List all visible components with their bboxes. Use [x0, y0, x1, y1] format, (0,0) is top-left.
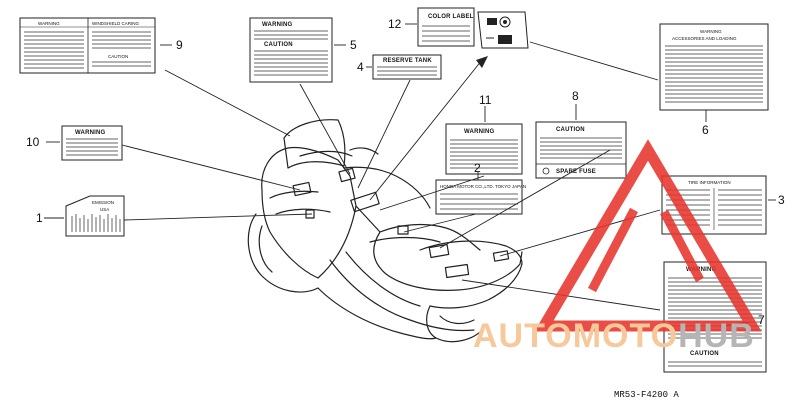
callout-5: 5: [350, 38, 357, 52]
watermark-hub: HUB: [678, 317, 755, 355]
label-1-emission-text: EMISSION: [92, 200, 114, 205]
callout-numbers: 9 5 4 12 6 10 1 11 8 2 3 7: [26, 17, 785, 327]
label-11-warning-text: WARNING: [464, 129, 495, 135]
callout-7: 7: [758, 313, 765, 327]
label-12-color-text: COLOR LABEL: [428, 14, 474, 20]
label-5-caution-text: CAUTION: [264, 42, 293, 48]
watermark-text: AUTOMOTOHUB: [473, 317, 755, 356]
label-5-warning-caution: WARNING CAUTION: [249, 17, 333, 83]
label-6-warning-text: WARNING: [700, 29, 722, 34]
callout-9: 9: [176, 38, 183, 52]
watermark-auto: AUTO: [473, 317, 573, 355]
callout-11: 11: [479, 93, 492, 107]
callout-6: 6: [702, 123, 709, 137]
label-4-reserve-text: RESERVE TANK: [383, 58, 432, 64]
label-2-honda-plate: HONDA MOTOR CO.,LTD. TOKYO JAPAN: [435, 179, 526, 215]
arrow-head: [476, 56, 488, 68]
watermark-moto: MOTO: [572, 317, 679, 355]
callout-3: 3: [778, 193, 785, 207]
label-10-warning-text: WARNING: [75, 130, 106, 136]
motorcycle-outline: [247, 119, 523, 343]
label-8-caution-spare-fuse: CAUTION SPARE FUSE: [535, 121, 627, 179]
label-9-windshield-text: WINDSHIELD CARING: [92, 21, 140, 26]
label-3-tire-text: TIRE INFORMATION: [688, 180, 731, 185]
callout-8: 8: [572, 89, 579, 103]
callout-2: 2: [474, 161, 481, 175]
label-11-warning: WARNING: [445, 123, 523, 175]
callout-12: 12: [388, 17, 402, 31]
label-10-warning: WARNING: [61, 125, 123, 161]
callout-1: 1: [36, 211, 43, 225]
label-7-caution-text: CAUTION: [690, 351, 719, 357]
label-4-reserve-tank: RESERVE TANK: [372, 54, 442, 80]
label-8-caution-text: CAUTION: [556, 127, 585, 133]
diagram-code: MR53-F4200 A: [614, 390, 679, 400]
label-5-warning-text: WARNING: [262, 22, 293, 28]
label-9-caution-text: CAUTION: [108, 54, 128, 59]
label-8-spare-fuse-text: SPARE FUSE: [556, 169, 596, 175]
label-2-honda-text: HONDA MOTOR CO.,LTD. TOKYO JAPAN: [440, 184, 526, 189]
label-6-accessories-text: ACCESSORIES AND LOADING: [672, 36, 737, 41]
ignition-plate: [477, 11, 529, 49]
label-6-accessories: WARNING ACCESSORIES AND LOADING: [659, 23, 769, 111]
label-12-color-label: COLOR LABEL: [417, 7, 475, 47]
label-9-warning-text: WARNING: [38, 21, 60, 26]
label-9-warning-windshield: WARNING WINDSHIELD CARING CAUTION: [19, 17, 156, 74]
watermark-logo-icon: [534, 139, 762, 332]
label-1-usa-text: USA: [100, 207, 109, 212]
label-7-warning-text: WARNING: [686, 267, 717, 273]
callout-4: 4: [357, 60, 364, 74]
label-1-emission: EMISSION USA: [65, 195, 125, 237]
callout-10: 10: [26, 135, 40, 149]
